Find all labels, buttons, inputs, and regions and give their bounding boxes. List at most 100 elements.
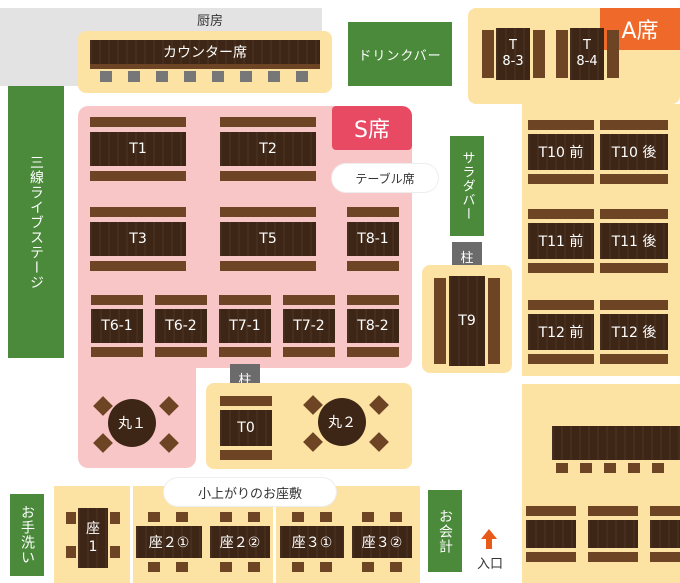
bench — [528, 174, 594, 184]
table-t10-front[interactable]: T10 前 — [528, 134, 594, 170]
table-t6-2[interactable]: T6-2 — [155, 309, 207, 343]
bench — [650, 552, 680, 562]
bench — [347, 207, 399, 217]
entrance-label: 入口 — [476, 557, 503, 572]
counter-stool — [212, 71, 224, 82]
zashiki-1[interactable]: 座 1 — [78, 508, 108, 568]
table[interactable] — [650, 520, 680, 548]
zabuton — [176, 512, 188, 522]
table-t12-back[interactable]: T12 後 — [600, 314, 668, 350]
bench — [600, 174, 668, 184]
zabuton — [390, 512, 402, 522]
bench — [220, 207, 316, 217]
counter-stool — [156, 71, 168, 82]
bench — [588, 552, 638, 562]
table-t8-4[interactable]: T 8-4 — [570, 28, 604, 80]
table-t11-front[interactable]: T11 前 — [528, 223, 594, 259]
bench — [528, 120, 594, 130]
bench — [607, 30, 619, 78]
divider — [130, 486, 133, 583]
bench — [600, 354, 668, 364]
counter-stool — [296, 71, 308, 82]
bench — [600, 263, 668, 273]
table-t9[interactable]: T9 — [449, 276, 485, 366]
table-t7-2[interactable]: T7-2 — [283, 309, 335, 343]
zabuton — [248, 562, 260, 572]
bench — [283, 295, 335, 305]
table-t10-back[interactable]: T10 後 — [600, 134, 668, 170]
table-t8-1[interactable]: T8-1 — [347, 222, 399, 256]
zabuton — [220, 562, 232, 572]
zabuton — [66, 546, 76, 558]
table-t5[interactable]: T5 — [220, 222, 316, 256]
bench — [556, 463, 568, 473]
zabuton — [292, 512, 304, 522]
bench — [91, 295, 143, 305]
table[interactable] — [526, 520, 576, 548]
bench — [220, 396, 272, 406]
bench — [528, 209, 594, 219]
bench — [580, 463, 592, 473]
bench — [482, 30, 494, 78]
zabuton — [320, 562, 332, 572]
bench — [604, 463, 616, 473]
koagari-label: 小上がりのお座敷 — [164, 478, 336, 506]
table-t12-front[interactable]: T12 前 — [528, 314, 594, 350]
zashiki-2-2[interactable]: 座２② — [210, 526, 270, 558]
bench — [155, 295, 207, 305]
kitchen-label: 厨房 — [196, 14, 223, 29]
bench — [528, 263, 594, 273]
bench — [347, 261, 399, 271]
zabuton — [148, 562, 160, 572]
round-table-2[interactable]: 丸２ — [318, 398, 366, 446]
zashiki-3-1[interactable]: 座３① — [280, 526, 344, 558]
bench — [533, 30, 545, 78]
bench — [588, 506, 638, 516]
zabuton — [320, 512, 332, 522]
bench — [219, 347, 271, 357]
bench — [600, 120, 668, 130]
salad-bar[interactable]: サラダバー — [450, 136, 484, 236]
drink-bar[interactable]: ドリンクバー — [348, 22, 452, 86]
bench — [219, 295, 271, 305]
zabuton — [110, 512, 120, 524]
bench — [220, 117, 316, 127]
bench — [347, 295, 399, 305]
shamisen-live-stage: 三線ライブステージ — [8, 86, 64, 358]
counter-stool — [184, 71, 196, 82]
table-t8-3[interactable]: T 8-3 — [496, 28, 530, 80]
table-t11-back[interactable]: T11 後 — [600, 223, 668, 259]
bench — [90, 171, 186, 181]
bench — [556, 30, 568, 78]
bench — [488, 278, 500, 364]
zabuton — [148, 512, 160, 522]
zabuton — [292, 562, 304, 572]
table-t0[interactable]: T0 — [220, 410, 272, 446]
table-t3[interactable]: T3 — [90, 222, 186, 256]
table-t6-1[interactable]: T6-1 — [91, 309, 143, 343]
counter-table[interactable]: カウンター席 — [90, 40, 320, 64]
table-t2[interactable]: T2 — [220, 132, 316, 166]
counter-bench — [90, 64, 320, 69]
zabuton — [362, 562, 374, 572]
bench — [628, 463, 640, 473]
table-seats-label: テーブル席 — [332, 164, 438, 192]
bench — [91, 347, 143, 357]
restroom[interactable]: お手洗い — [10, 494, 44, 576]
table-t7-1[interactable]: T7-1 — [219, 309, 271, 343]
checkout[interactable]: お会計 — [428, 490, 462, 572]
s-section-badge: S席 — [332, 106, 412, 150]
table-t8-2[interactable]: T8-2 — [347, 309, 399, 343]
bench — [652, 463, 664, 473]
round-table-1[interactable]: 丸１ — [108, 399, 156, 447]
bench — [528, 300, 594, 310]
bench — [434, 278, 446, 364]
table[interactable] — [588, 520, 638, 548]
counter-stool — [240, 71, 252, 82]
bench — [528, 354, 594, 364]
zashiki-2-1[interactable]: 座２① — [136, 526, 202, 558]
zashiki-3-2[interactable]: 座３② — [352, 526, 412, 558]
long-table[interactable] — [552, 426, 680, 460]
bench — [155, 347, 207, 357]
table-t1[interactable]: T1 — [90, 132, 186, 166]
